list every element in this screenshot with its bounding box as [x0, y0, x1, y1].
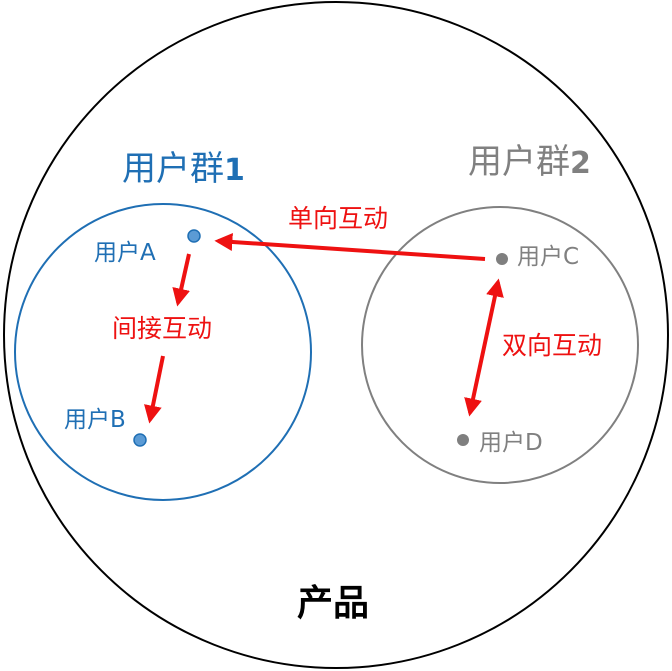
group1-circle	[14, 203, 312, 501]
two-way-interaction-label: 双向互动	[502, 331, 602, 360]
user-c-label: 用户C	[517, 244, 579, 270]
arrow-a-to-mid	[172, 253, 191, 307]
one-way-interaction-label: 单向互动	[288, 204, 388, 233]
user-a-dot	[187, 229, 201, 243]
user-a-label: 用户A	[94, 240, 156, 266]
user-d-dot	[457, 434, 469, 446]
user-c-dot	[496, 253, 508, 265]
arrow-c-to-a	[214, 232, 486, 261]
user-b-dot	[133, 433, 147, 447]
group2-title: 用户群2	[468, 142, 591, 182]
user-d-label: 用户D	[479, 430, 543, 456]
arrow-mid-to-b	[144, 355, 165, 424]
arrow-c-d-bidirectional	[464, 278, 504, 417]
indirect-interaction-label: 间接互动	[112, 314, 212, 343]
group2-circle	[361, 206, 639, 484]
product-circle	[3, 1, 669, 669]
user-b-label: 用户B	[64, 407, 126, 433]
group1-title: 用户群1	[122, 149, 245, 189]
product-label: 产品	[297, 583, 369, 624]
